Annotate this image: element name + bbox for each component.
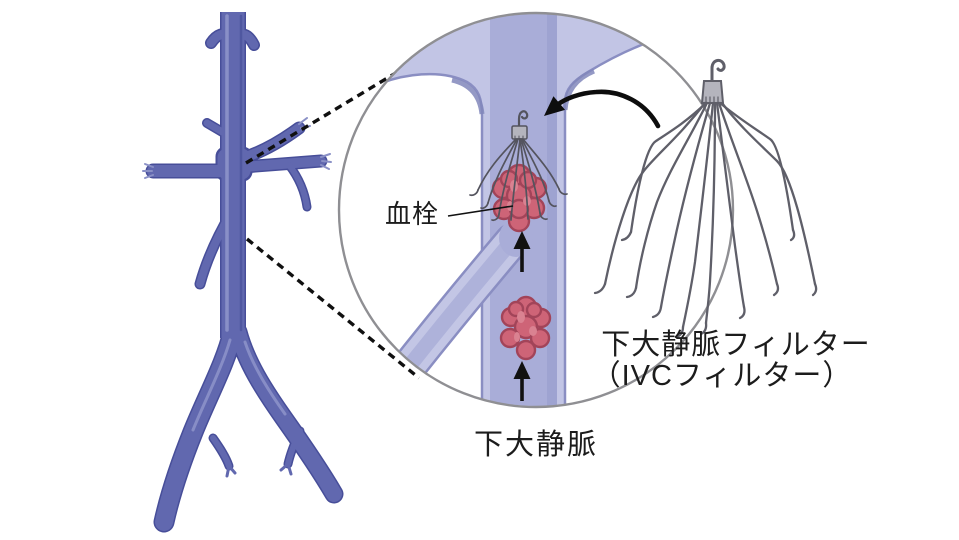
filter-retrieval-hook [710,59,726,84]
callout-line-lower [245,237,421,380]
placement-arrowhead [544,96,566,116]
flow-arrow-lower [513,361,531,401]
filter-device-legs [593,101,818,339]
placement-arrow [544,89,661,129]
filter-device-label-line1: 下大静脈フィルター [601,328,870,361]
flow-arrow-upper [513,231,531,272]
filter-device-body [700,80,725,104]
filter-hook-small [517,110,529,133]
magnifier-circle-outline [337,11,735,409]
vessel-corner-shadow-left [451,77,485,115]
vein-fill-layer [147,12,342,531]
vein-shading-layer [142,14,332,432]
renal-vein-right [238,156,326,172]
thrombus-leader-line [447,205,514,217]
ivc-label: 下大静脈 [474,428,598,461]
thrombus-lower-highlights [514,311,537,342]
iliac-vein-right [230,324,342,502]
vessel-corner-shadow-right [562,68,596,111]
lumen-shading [547,14,557,406]
thrombus-label: 血栓 [385,199,439,229]
ivc-filter-in-vein [469,110,568,222]
filter-device-label-line2: （IVCフィルター） [592,360,853,392]
ivc-filter-device [593,59,818,339]
small-branch-upper-left [203,119,228,137]
ivc-overview-illustration [142,12,344,533]
renal-vein-right-upper [238,123,304,163]
thrombus-lower [499,295,552,361]
